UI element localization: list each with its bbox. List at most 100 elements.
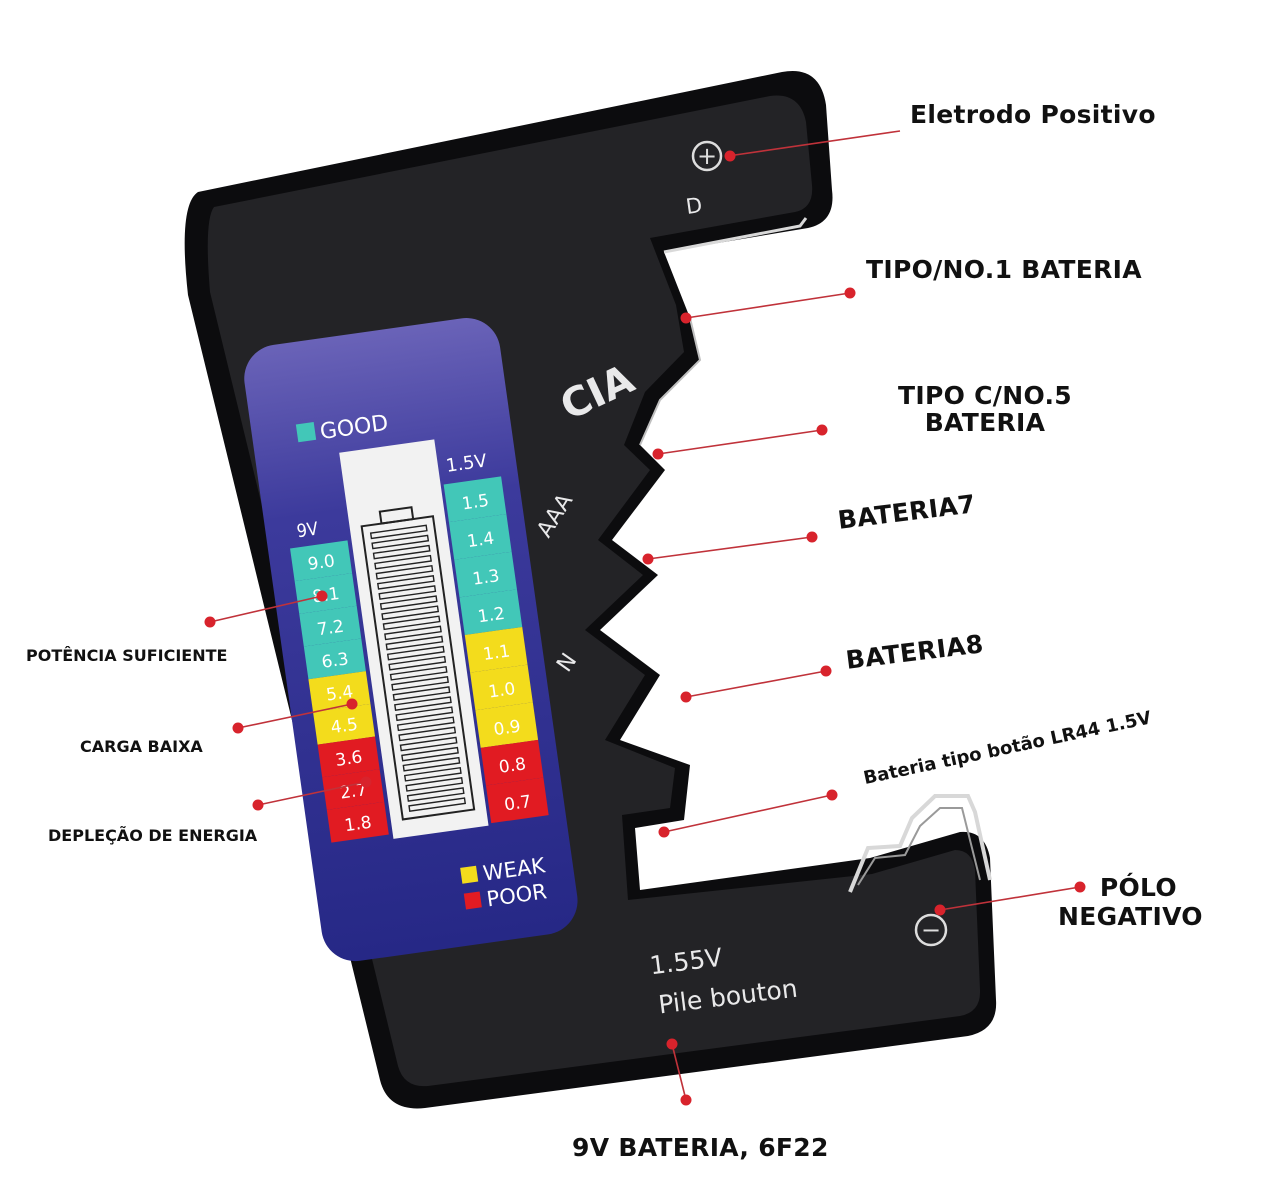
meter-segment	[375, 564, 434, 580]
callout-line-depletion	[257, 781, 367, 806]
scale-15v-value: 1.4	[466, 528, 496, 552]
scale-15v-value: 1.0	[487, 679, 517, 703]
meter-segment	[408, 797, 467, 812]
scale-15v-value: 1.2	[477, 604, 507, 628]
meter-segment	[391, 676, 449, 691]
label-9v-battery: 9V BATERIA, 6F22	[572, 1133, 829, 1162]
svg-text:+: +	[697, 142, 717, 170]
scale-1-5v: 1.5 1.4 1.3 1.2 1.1 1.0 0.9 0.8 0.7	[443, 476, 549, 824]
meter-segment	[399, 736, 458, 752]
scale-9v-value: 5.4	[325, 682, 355, 706]
callout-line-9v	[671, 1043, 687, 1101]
scale-9v-value: 6.3	[320, 649, 350, 673]
meter-segment	[396, 716, 455, 732]
callout-line-positive	[727, 130, 901, 157]
meter-segment	[377, 575, 435, 590]
label-negative-pole-line1: PÓLO	[1099, 873, 1177, 902]
scale-9v-cell	[299, 605, 362, 647]
label-positive-electrode: Eletrodo Positivo	[910, 100, 1156, 129]
scale-15v-cell	[464, 626, 528, 673]
meter-segment	[403, 766, 462, 782]
meter-segment	[398, 726, 457, 742]
meter-segment	[392, 686, 451, 701]
meter-segment	[395, 706, 454, 722]
meter-segment	[384, 625, 442, 641]
meter-segment	[379, 595, 438, 610]
scale-15v-cell	[454, 551, 517, 598]
callout-line-low	[237, 703, 353, 729]
callout-line-sufficient	[209, 595, 323, 623]
meter-segment	[385, 635, 444, 651]
scale-15v-cell	[475, 702, 539, 748]
scale-15v-cell	[485, 777, 549, 824]
meter-segment	[406, 787, 465, 802]
scale-9v-value: 1.8	[343, 813, 373, 837]
meter-segment	[378, 585, 437, 600]
callout-line-button	[663, 794, 833, 833]
good-legend-swatch	[295, 421, 317, 443]
callout-line-battery7	[647, 536, 813, 560]
spring-contact	[848, 794, 992, 893]
scale-9v-header: 9V	[295, 519, 319, 543]
meter-segment	[382, 615, 441, 631]
scale-9v-value: 9.0	[307, 551, 337, 575]
label-low-charge: CARGA BAIXA	[80, 737, 203, 756]
scale-15v-cell	[480, 739, 544, 786]
meter-segment	[371, 534, 430, 550]
meter-segment	[394, 696, 452, 711]
scale-15v-cell	[448, 514, 512, 560]
label-type-c-no5-line1: TIPO C/NO.5	[898, 381, 1072, 410]
callout-line-negative	[939, 886, 1081, 911]
meter-segment	[374, 554, 432, 570]
plus-symbol: +	[691, 140, 723, 172]
scale-15v-value: 1.3	[471, 566, 501, 590]
meter-segment	[388, 655, 447, 671]
scale-15v-value: 0.7	[503, 792, 533, 816]
meter-segment	[386, 645, 445, 661]
svg-text:−: −	[921, 916, 941, 944]
scale-9v-value: 7.2	[316, 617, 346, 641]
meter-battery-cap	[378, 506, 415, 525]
meter-segment	[381, 605, 440, 621]
meter-segment	[389, 665, 448, 681]
meter-segment	[401, 746, 459, 762]
meter-segment	[369, 524, 428, 540]
callout-line-battery8	[685, 670, 827, 698]
callout-line-type-no1	[685, 292, 851, 319]
label-type-no1: TIPO/NO.1 BATERIA	[866, 255, 1142, 284]
scale-9v-value: 4.5	[330, 715, 360, 739]
meter-segment	[402, 756, 461, 772]
callout-line-type-c	[657, 429, 823, 455]
scale-9v-cell	[326, 801, 389, 843]
scale-15v-value: 1.1	[482, 641, 512, 665]
scale-9v-value: 3.6	[334, 747, 364, 771]
scale-9v-cell	[290, 540, 353, 582]
label-negative-pole-line2: NEGATIVO	[1058, 902, 1203, 931]
minus-symbol: −	[914, 913, 948, 947]
scale-15v-value: 0.8	[498, 754, 528, 778]
label-type-c-no5-line2: BATERIA	[924, 408, 1046, 437]
meter-segment	[372, 544, 431, 560]
slot-label-d: D	[684, 193, 703, 219]
callout-dots	[204, 150, 1086, 1106]
scale-15v-cell	[459, 589, 523, 636]
scale-9v-cell	[317, 736, 380, 778]
scale-9v-cell	[303, 638, 366, 680]
scale-15v-value: 0.9	[492, 717, 522, 741]
meter-segment	[405, 777, 464, 792]
scale-15v-cell	[470, 664, 533, 711]
bar-meter-frame	[339, 439, 489, 839]
scale-15v-cell	[443, 476, 507, 523]
indicator-panel: GOOD 9V 1.5V 9.08.17.26.35.44.53.62.71.8…	[244, 318, 578, 962]
bar-meter	[360, 506, 476, 821]
weak-legend-swatch	[460, 865, 479, 884]
scale-15v-value: 1.5	[461, 491, 491, 515]
label-sufficient-power: POTÊNCIA SUFICIENTE	[26, 646, 228, 665]
scale-9v-cell	[313, 703, 376, 745]
callout-lines	[209, 130, 1081, 1101]
label-energy-depletion: DEPLEÇÃO DE ENERGIA	[48, 826, 258, 845]
label-negative-pole: PÓLO NEGATIVO	[1058, 873, 1203, 931]
poor-legend-swatch	[463, 891, 482, 910]
label-type-c-no5: TIPO C/NO.5 BATERIA	[880, 382, 1090, 436]
